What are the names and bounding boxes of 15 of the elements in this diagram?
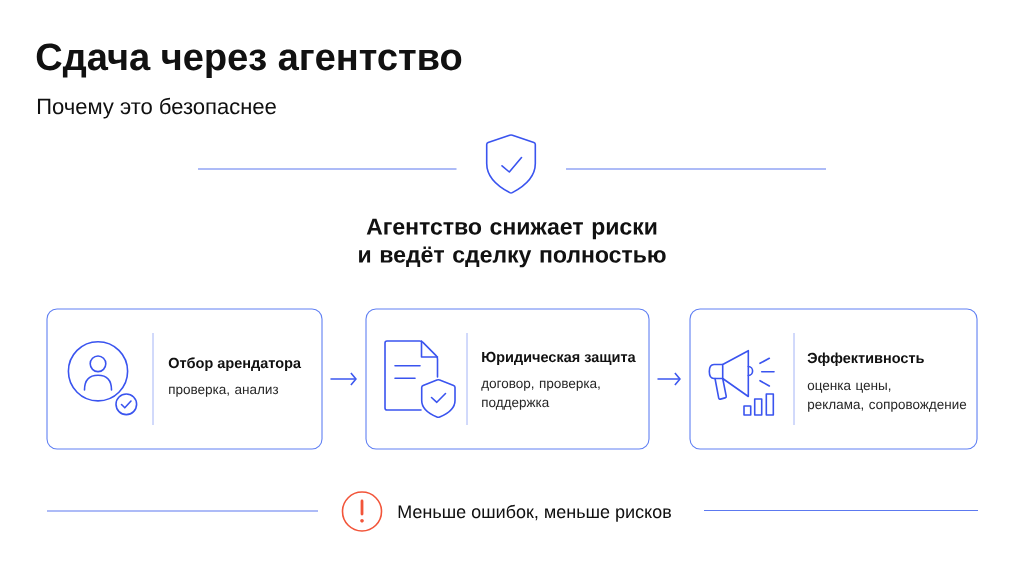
arrow xyxy=(330,372,357,386)
card-title: Эффективность xyxy=(807,352,924,366)
card-text: договор, проверка, поддержка xyxy=(481,380,600,410)
process-card xyxy=(365,308,650,450)
title: Сдача через агентство xyxy=(36,43,462,78)
card-title: Юридическая защита xyxy=(482,351,636,365)
summary-text: Меньше ошибок, меньше рисков xyxy=(398,504,671,522)
card-text: проверка, анализ xyxy=(169,386,279,397)
card-title: Отбор арендатора xyxy=(168,357,302,371)
subtitle: Почему это безопаснее xyxy=(38,97,276,119)
process-card xyxy=(689,308,978,450)
card-text: оценка цены, реклама, сопровождение xyxy=(807,382,967,412)
heading: Агентство снижает риски и ведёт сделку полностью xyxy=(359,218,666,268)
process-card xyxy=(46,308,323,450)
arrow xyxy=(657,372,681,386)
